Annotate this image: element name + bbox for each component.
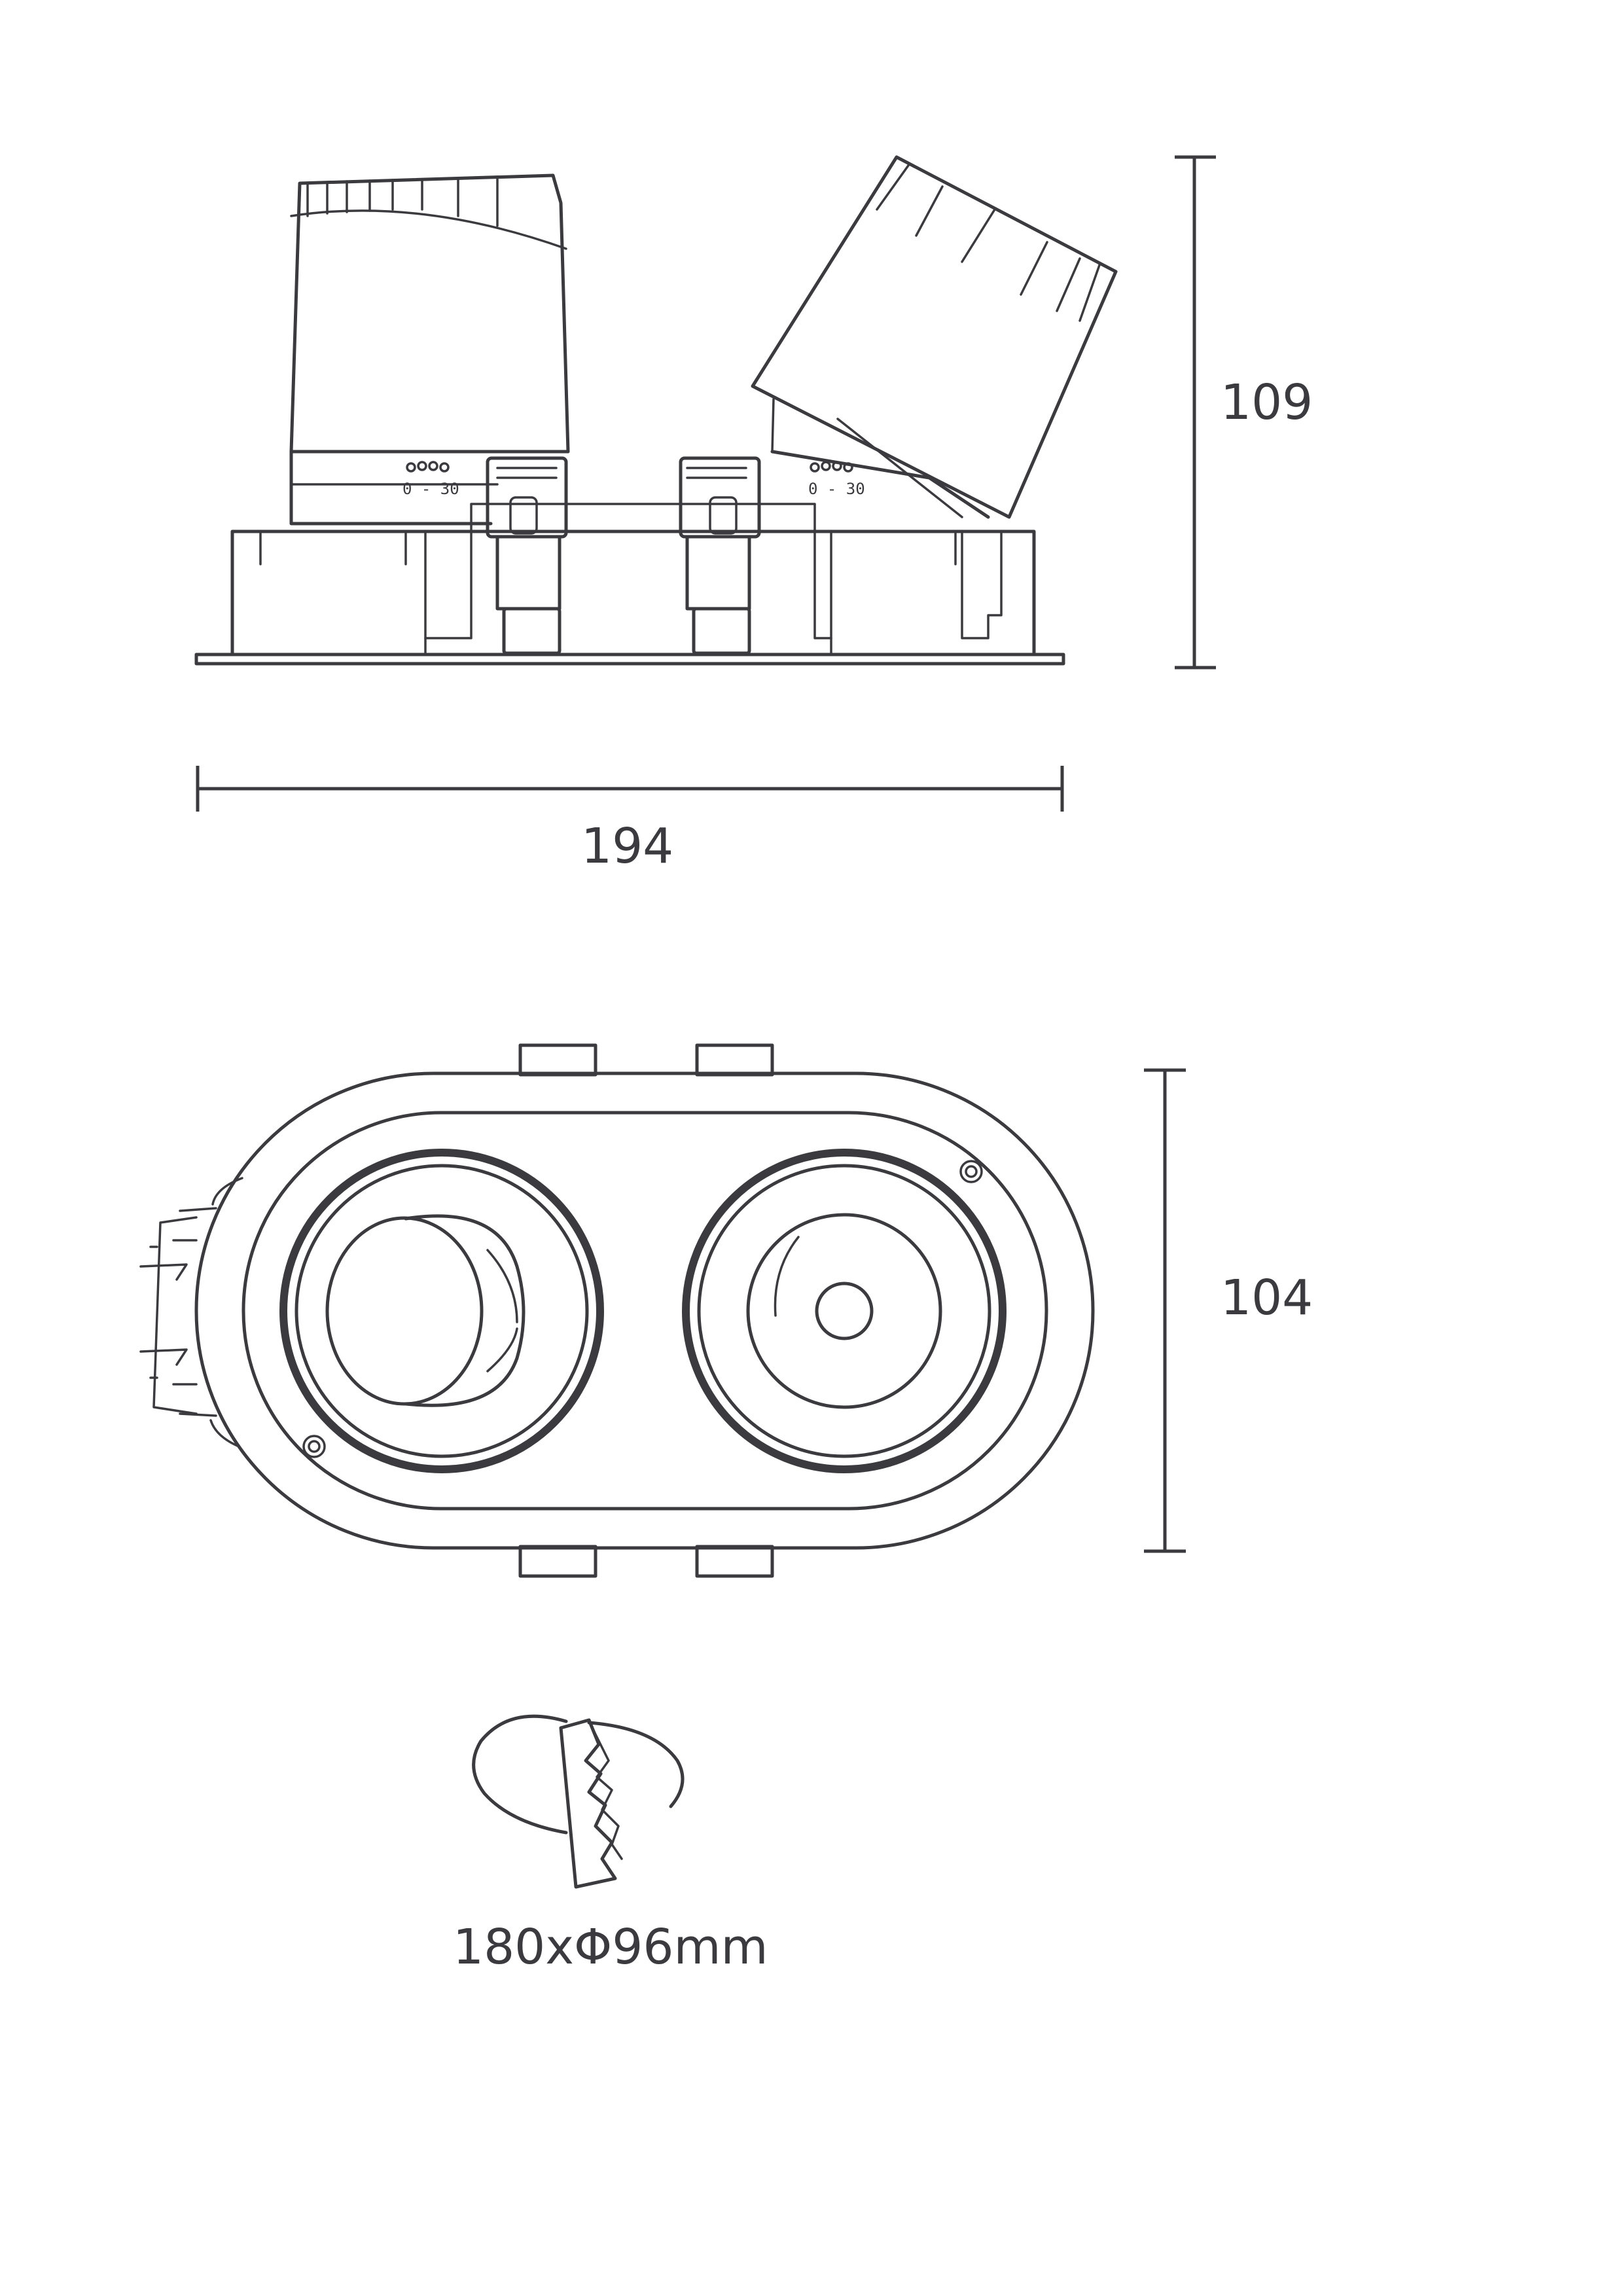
left-tilt-marking: 0 - 30 [402, 461, 459, 498]
left-tilt-label: 0 - 30 [402, 480, 459, 498]
left-spring-clip [486, 456, 568, 655]
width-value: 194 [581, 818, 673, 874]
width-dimension: 194 [196, 766, 1064, 874]
depth-dimension: 104 [1144, 1068, 1313, 1553]
cutout-symbol [472, 1714, 685, 1889]
side-view: 0 - 30 0 - 30 [194, 155, 1118, 666]
right-lamp-ring [682, 1149, 1007, 1473]
right-tilt-label: 0 - 30 [808, 480, 865, 498]
height-value: 109 [1221, 374, 1313, 431]
height-dimension: 109 [1175, 155, 1313, 670]
right-tilt-marking: 0 - 30 [808, 461, 865, 498]
right-lamp [751, 155, 1118, 519]
left-lamp-ring [279, 1149, 604, 1473]
top-view [139, 1043, 1095, 1578]
left-lamp [289, 173, 570, 526]
right-spring-clip [679, 456, 761, 655]
cutout-label: 180xΦ96mm [453, 1919, 768, 1975]
depth-value: 104 [1221, 1270, 1313, 1326]
heat-sink-fins [139, 1177, 243, 1448]
